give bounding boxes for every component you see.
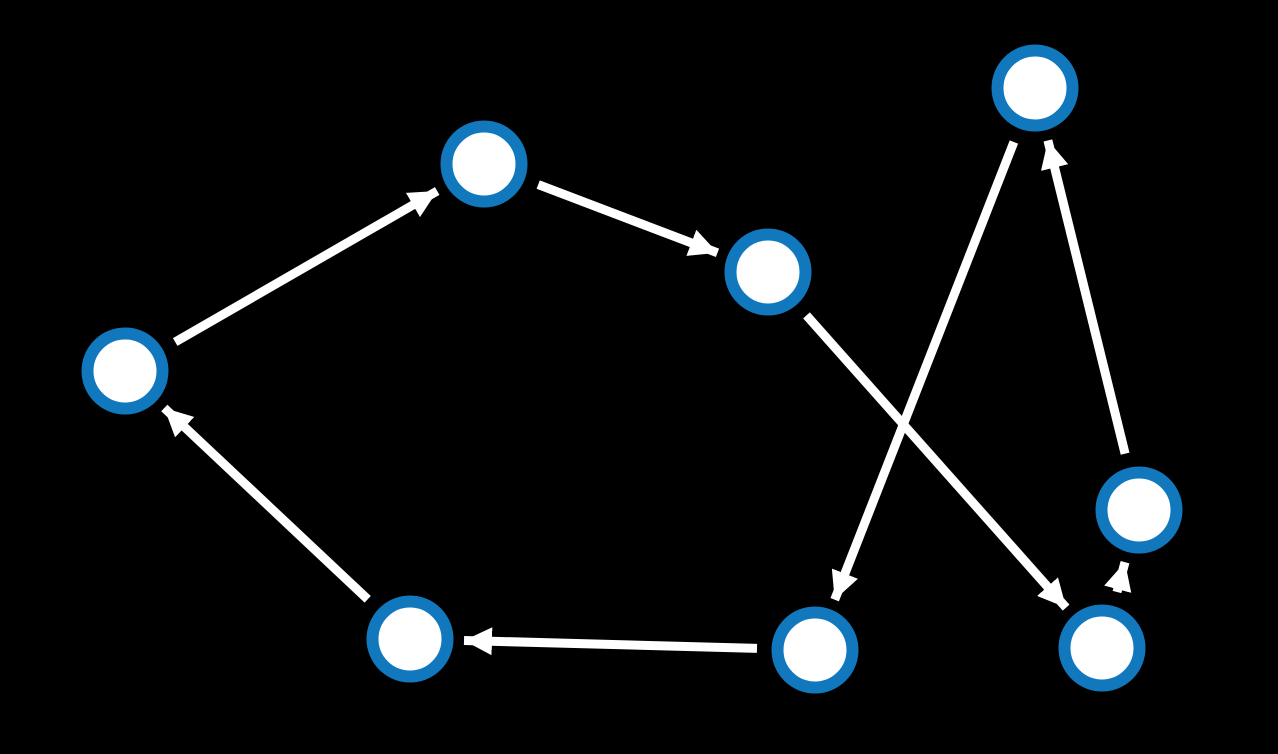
graph-node-bottom-left: [366, 595, 454, 683]
graph-edge-node-right-to-node-top-right: [1041, 139, 1130, 455]
graph-node-middle: [724, 228, 812, 316]
graph-edge-node-left-to-node-upper-left: [172, 187, 440, 346]
graph-edge-node-bottom-right-to-node-right: [1104, 561, 1132, 594]
graph-node-bottom-middle: [771, 606, 859, 694]
graph-node-upper-left: [440, 120, 528, 208]
graph-node-left: [81, 327, 169, 415]
graph-edge-node-upper-left-to-node-middle: [536, 180, 720, 258]
graph-edge-node-top-right-to-node-bottom-middle: [830, 140, 1019, 602]
graph-edge-node-bottom-left-to-node-left: [161, 404, 371, 603]
graph-node-bottom-right: [1058, 604, 1146, 692]
graph-node-top-right: [991, 44, 1079, 132]
graph-edge-node-bottom-middle-to-node-bottom-left: [463, 627, 758, 656]
graph-node-right: [1095, 466, 1183, 554]
graph-edge-node-middle-to-node-bottom-right: [803, 312, 1070, 611]
